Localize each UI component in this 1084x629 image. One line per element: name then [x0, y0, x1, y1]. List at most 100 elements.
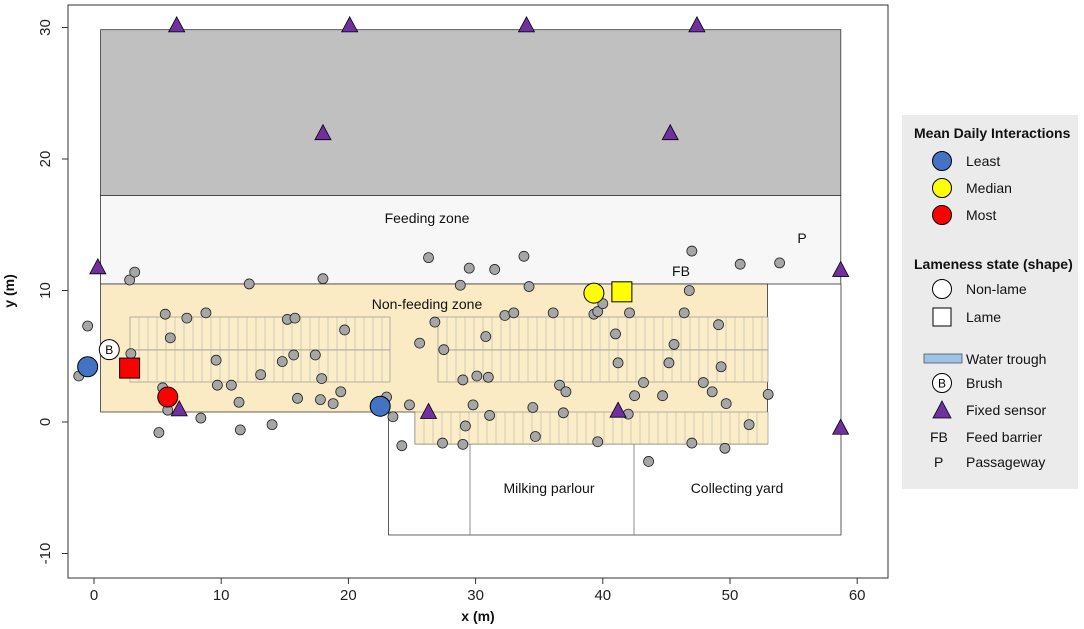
cow-marker [592, 436, 604, 448]
cow-marker [484, 410, 495, 421]
legend-title-lameness: Lameness state (shape) [914, 256, 1073, 272]
legend-label-median: Median [966, 180, 1012, 196]
cow-marker [482, 371, 494, 383]
non-lame-cow-most-marker [157, 386, 179, 408]
brush-marker: B [98, 339, 120, 361]
legend-item-feed-barrier: FB Feed barrier [902, 425, 1078, 449]
legend-abbr-passageway: P [934, 454, 944, 470]
cow-marker [480, 331, 492, 342]
x-axis-label: x (m) [461, 608, 494, 624]
cow-marker [554, 379, 565, 391]
cow-marker [82, 320, 94, 332]
cow-marker [592, 306, 604, 317]
non-feeding-zone-label: Non-feeding zone [372, 296, 483, 312]
fixed-sensor-marker [341, 16, 359, 33]
y-axis-label: y (m) [1, 274, 17, 307]
cow-marker [460, 420, 471, 432]
cow-marker [657, 390, 668, 402]
x-tick-label: 50 [722, 587, 739, 604]
cow-marker [396, 440, 408, 452]
cow-marker [706, 386, 718, 398]
cubicle-row [414, 411, 769, 445]
cow-marker [489, 264, 501, 275]
cow-marker [629, 390, 640, 402]
cow-marker [211, 379, 223, 391]
cow-marker [255, 369, 267, 381]
x-tick-label: 10 [213, 587, 230, 604]
triangle-sensor-icon [932, 400, 952, 419]
data-points: B [73, 16, 850, 467]
cow-marker [463, 262, 475, 274]
cow-marker [774, 257, 786, 269]
fixed-sensor-marker [609, 401, 627, 418]
legend-label-lame: Lame [966, 309, 1002, 325]
cow-marker [719, 442, 731, 454]
cow-marker [668, 339, 680, 350]
cow-marker [734, 258, 746, 270]
fixed-sensor-marker [831, 260, 850, 277]
legend-item-non-lame: Non-lame [902, 277, 1078, 301]
cow-marker [266, 419, 278, 431]
feed-barrier-label: FB [672, 263, 690, 279]
x-tick-label: 20 [340, 587, 357, 604]
x-tick-label: 40 [594, 587, 611, 604]
legend-label-passageway: Passageway [966, 454, 1046, 470]
legend-abbr-feed-barrier: FB [930, 429, 948, 445]
legend-label-brush: Brush [966, 375, 1003, 391]
legend-label-fixed-sensor: Fixed sensor [966, 402, 1047, 418]
cow-marker [471, 370, 483, 382]
cow-marker [663, 357, 675, 369]
feeding-zone [100, 195, 842, 285]
water-trough-icon [923, 353, 963, 364]
parlour-outline [388, 284, 842, 536]
cow-marker [289, 312, 301, 324]
cow-marker [697, 377, 709, 388]
cow-marker [720, 398, 732, 409]
legend-title-interactions: Mean Daily Interactions [914, 125, 1071, 141]
cow-marker [624, 307, 635, 319]
cow-marker [638, 377, 649, 388]
milking-parlour-label: Milking parlour [503, 480, 594, 496]
open-circle-icon [932, 279, 952, 299]
cow-marker [335, 386, 347, 398]
cow-marker [529, 431, 541, 442]
feeding-zone-label: Feeding zone [385, 210, 470, 226]
y-tick-label: -10 [37, 543, 54, 565]
cow-marker [713, 319, 724, 331]
cow-marker [317, 273, 329, 285]
cow-marker [518, 250, 530, 262]
cow-marker [467, 399, 479, 411]
cow-marker [643, 456, 654, 467]
legend-item-most: Most [902, 203, 1078, 227]
cow-marker [315, 394, 326, 406]
y-tick-label: 0 [37, 418, 54, 426]
legend-item-median: Median [902, 176, 1078, 200]
most-circle-icon [932, 205, 952, 225]
open-square-icon [932, 307, 952, 327]
cow-marker [404, 399, 415, 411]
legend: Mean Daily Interactions Least Median Mos… [902, 115, 1078, 489]
barn-layout: Feeding zone Non-feeding zone FB P Milki… [100, 29, 842, 536]
legend-item-brush: B Brush [902, 371, 1078, 395]
non-lame-cow-least-marker [77, 356, 99, 378]
y-tick-label: 10 [37, 282, 54, 299]
feeding-area-roof [100, 29, 842, 196]
cow-marker [234, 424, 246, 436]
cow-marker [387, 411, 399, 423]
median-circle-icon [932, 178, 952, 198]
cow-marker [327, 398, 339, 409]
cow-marker [129, 266, 141, 278]
cow-marker [124, 274, 136, 286]
cow-marker [276, 356, 288, 367]
cow-marker [437, 437, 448, 449]
cow-marker [423, 252, 434, 264]
cow-marker [153, 427, 165, 438]
cow-marker [429, 316, 441, 328]
fixed-sensor-marker [170, 400, 188, 417]
x-tick-label: 30 [467, 587, 484, 604]
cow-marker [414, 337, 426, 349]
fixed-sensor-marker [314, 123, 332, 141]
brush-icon: B [932, 373, 952, 393]
cow-marker [159, 308, 171, 320]
